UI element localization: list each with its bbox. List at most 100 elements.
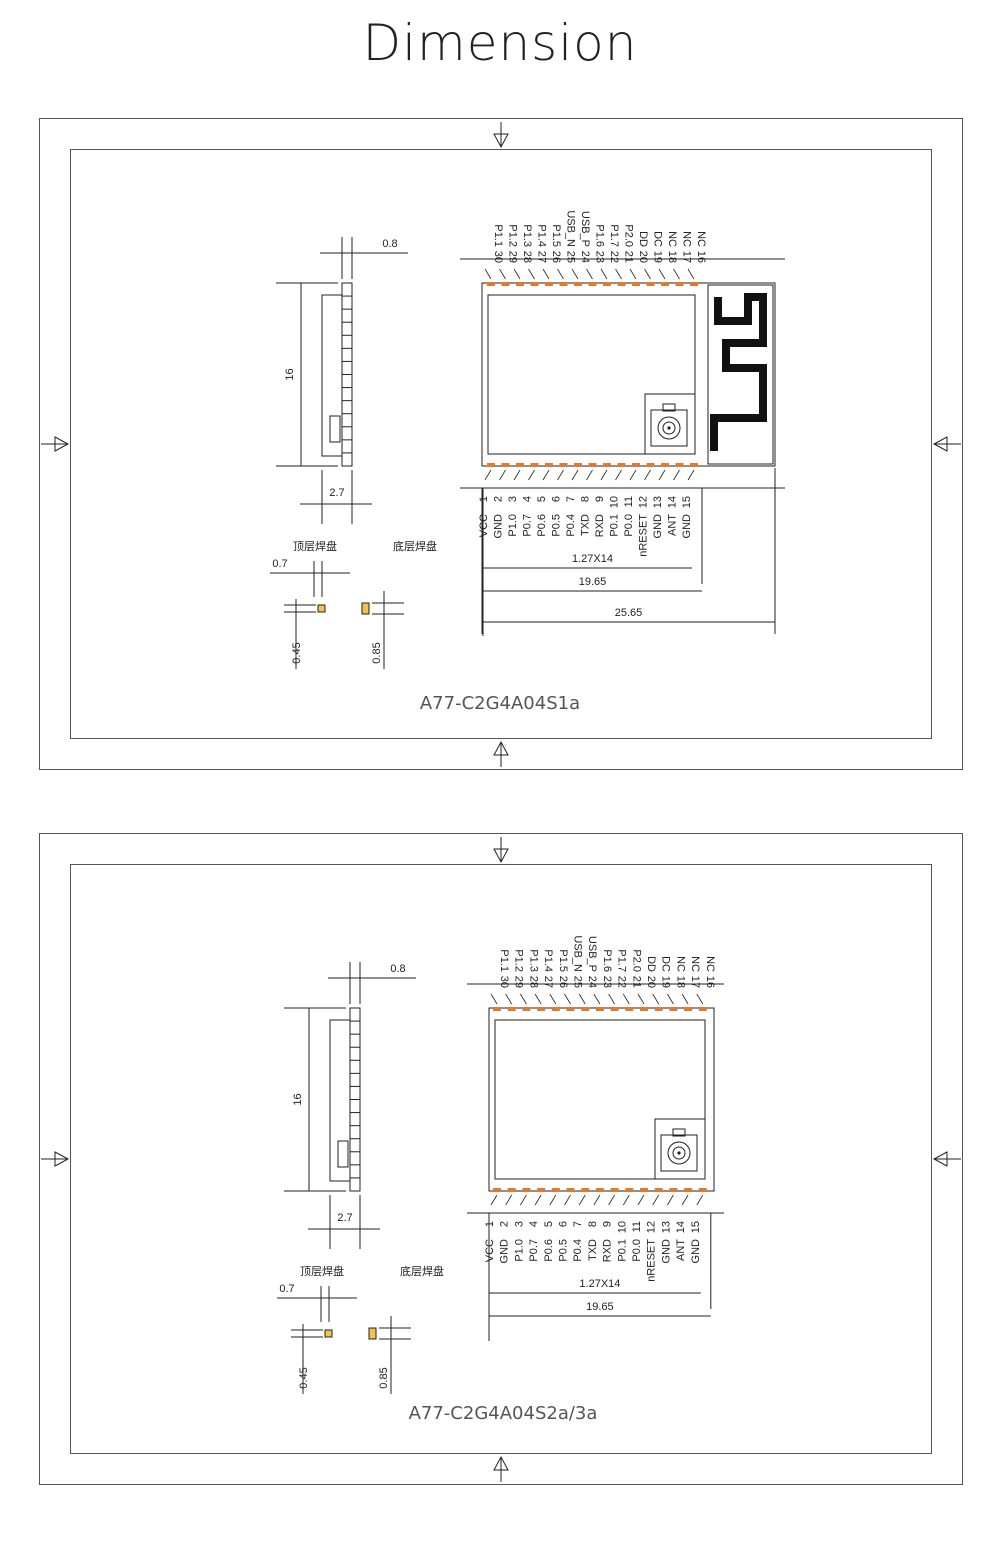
side-width-dim: 2.7: [337, 1212, 352, 1224]
pin-name-top: P1.1: [498, 949, 510, 972]
pin-number-top: 17: [681, 251, 693, 263]
ipex-inner-ring: [662, 421, 676, 435]
bottom-pad-dim: 0.85: [371, 642, 383, 663]
pin-number-bottom: 3: [507, 496, 519, 502]
pin-lead: [571, 268, 579, 280]
pin-number-top: 26: [557, 976, 569, 988]
inner-frame: [70, 149, 932, 739]
pin-name-top: P1.1: [492, 224, 504, 247]
pin-span-dim: 19.65: [579, 576, 607, 588]
pin-name-top: DC: [652, 231, 664, 247]
ipex-center: [667, 426, 671, 430]
pin-lead: [505, 1194, 513, 1206]
pin-lead: [520, 993, 527, 1005]
pin-pad-top: [625, 1007, 634, 1011]
pin-number-top: 27: [536, 251, 548, 263]
pin-name-top: P1.4: [542, 949, 554, 972]
pin-lead: [600, 268, 608, 280]
pin-number-bottom: 1: [478, 496, 490, 502]
pin-pad-top: [661, 282, 669, 286]
pin-lead: [681, 1194, 689, 1206]
pin-pad-top: [588, 282, 597, 286]
top-pad-label: 顶层焊盘: [293, 539, 337, 553]
pin-pad-top: [493, 1007, 501, 1011]
pin-lead: [615, 268, 622, 280]
pin-lead: [578, 993, 586, 1005]
pin-name-top: P2.0: [630, 949, 642, 972]
pin-lead: [586, 469, 593, 481]
pin-number-top: 24: [579, 251, 591, 263]
pin-lead: [564, 993, 571, 1005]
pin-lead: [681, 993, 689, 1005]
ipex-inner-ring: [672, 1146, 686, 1160]
side-connector: [337, 1140, 349, 1168]
side-connector: [329, 415, 341, 443]
pin-lead: [673, 469, 680, 481]
pin-name-bottom: P0.6: [543, 1239, 555, 1262]
pin-pad-top: [610, 1007, 619, 1011]
bottom-pad-label: 底层焊盘: [400, 1264, 444, 1278]
pin-number-bottom: 10: [609, 496, 621, 508]
pin-number-top: 25: [572, 976, 584, 988]
pin-number-top: 23: [594, 251, 606, 263]
pin-pad-bottom: [574, 463, 582, 467]
pin-lead: [490, 1194, 498, 1206]
height-dim: 16: [284, 368, 296, 380]
pin-name-bottom: P0.5: [551, 514, 563, 537]
pin-lead: [513, 268, 521, 280]
pin-pad-bottom: [551, 1188, 560, 1192]
pin-lead: [652, 993, 660, 1005]
pin-name-top: NC: [695, 231, 707, 247]
pin-lead: [658, 268, 666, 280]
pin-number-top: 22: [608, 251, 620, 263]
pin-lead: [534, 993, 542, 1005]
model-name: A77-C2G4A04S1a: [420, 693, 580, 714]
pin-pad-bottom: [516, 463, 524, 467]
pin-lead: [549, 993, 557, 1005]
pin-pad-bottom: [684, 1188, 693, 1192]
pin-pad-top: [632, 282, 640, 286]
pin-lead: [528, 469, 535, 481]
pin-number-top: 23: [601, 976, 613, 988]
ipex-connector: [650, 409, 688, 447]
pin-number-top: 21: [630, 976, 642, 988]
side-view: 160.82.7: [284, 962, 416, 1249]
pin-name-bottom: P0.7: [522, 514, 534, 537]
side-width-dim: 2.7: [329, 487, 344, 499]
pin-name-bottom: GND: [499, 1239, 511, 1264]
pin-pad-top: [522, 1007, 531, 1011]
ipex-tab: [672, 1128, 686, 1137]
module-outline: [481, 282, 776, 467]
pin-name-top: P1.2: [507, 224, 519, 247]
pad-width-dim: 0.7: [279, 1283, 294, 1295]
pin-number-bottom: 15: [690, 1221, 702, 1233]
pin-name-bottom: VCC: [484, 1239, 496, 1262]
pin-pad-top: [574, 282, 582, 286]
pin-pad-top: [566, 1007, 575, 1011]
pin-pad-bottom: [640, 1188, 648, 1192]
pin-pad-bottom: [654, 1188, 663, 1192]
pin-number-bottom: 7: [565, 496, 577, 502]
side-shield: [321, 294, 343, 457]
pin-lead: [557, 268, 564, 280]
pin-number-bottom: 8: [587, 1221, 599, 1227]
pin-lead: [542, 268, 550, 280]
ipex-center: [677, 1151, 681, 1155]
pin-number-top: 22: [616, 976, 628, 988]
outer-frame: [39, 118, 963, 770]
pin-lead: [629, 469, 637, 481]
pin-lead: [593, 993, 601, 1005]
pin-pad-bottom: [690, 463, 698, 467]
pin-number-top: 19: [660, 976, 672, 988]
pin-name-top: P1.3: [521, 224, 533, 247]
pin-name-bottom: nRESET: [638, 514, 650, 557]
module-top-view: 30P1.129P1.228P1.327P1.426P1.525USB_N24U…: [460, 210, 785, 636]
bottom-pad-shape: [361, 602, 370, 615]
shield-notch: [654, 1118, 705, 1179]
pin-lead: [687, 268, 695, 280]
pin-pad-bottom: [675, 463, 684, 467]
